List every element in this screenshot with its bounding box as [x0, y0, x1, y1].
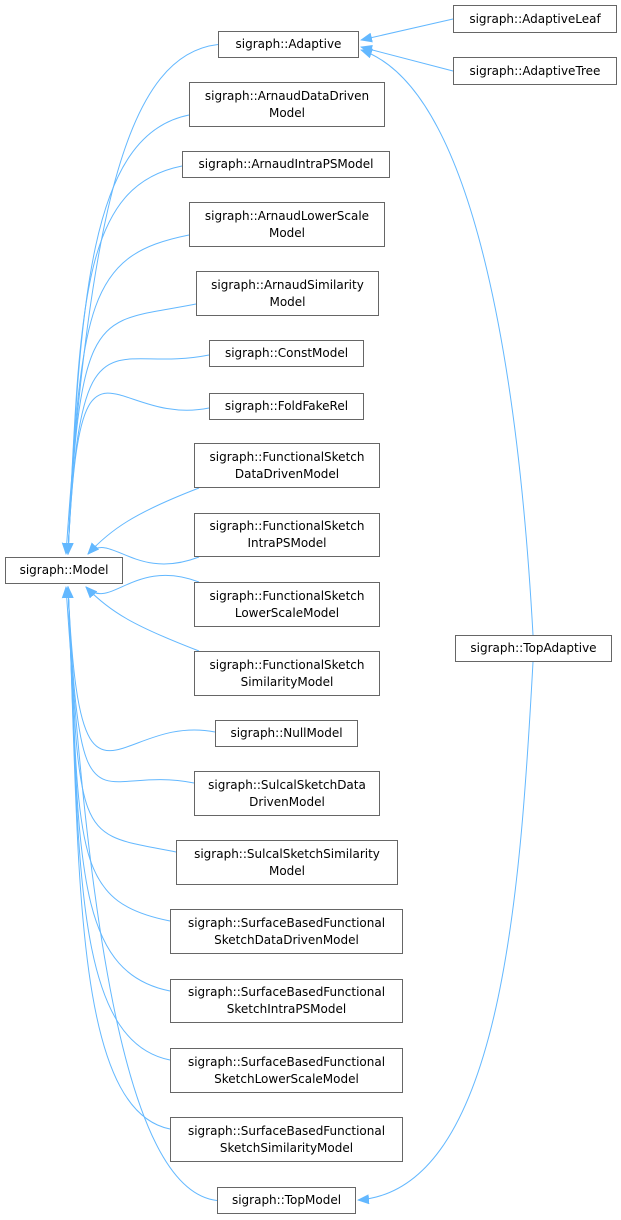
class-node-adaptivetree[interactable]: sigraph::AdaptiveTree [453, 57, 617, 85]
class-node-topmodel[interactable]: sigraph::TopModel [217, 1187, 356, 1214]
class-name-line: sigraph::AdaptiveLeaf [469, 11, 601, 26]
inheritance-edge-fsdatadriven-to-model [87, 487, 200, 555]
class-node-constmodel[interactable]: sigraph::ConstModel [209, 340, 364, 367]
inheritance-edge-arnauddatadriven-to-model [63, 114, 190, 555]
inheritance-edge-fssimilarity-to-model [85, 586, 200, 652]
inheritance-edge-constmodel-to-model [63, 354, 210, 555]
class-name-line: sigraph::SurfaceBasedFunctional [187, 1054, 386, 1069]
class-name-line: sigraph::ArnaudDataDriven [204, 88, 370, 103]
class-name-line: sigraph::SurfaceBasedFunctional [187, 985, 386, 999]
class-node-arnaudintraps[interactable]: sigraph::ArnaudIntraPSModel [182, 151, 390, 178]
class-name-line: sigraph::ArnaudSimilarity [211, 277, 364, 292]
class-name-line: DataDrivenModel [234, 466, 340, 481]
class-name-line: sigraph::Model [19, 563, 109, 577]
class-name-line: Model [268, 225, 306, 240]
class-name-line: Model [269, 294, 306, 309]
class-name-line: sigraph::ConstModel [224, 346, 349, 360]
inheritance-edge-sulcalsimilarity-to-model [63, 586, 177, 853]
inheritance-edge-foldfakerel-to-model [63, 392, 210, 555]
class-name-line: sigraph::FunctionalSketch [209, 657, 365, 672]
class-name-line: sigraph::SulcalSketchSimilarity [194, 846, 380, 861]
class-name-line: sigraph::AdaptiveTree [469, 63, 601, 78]
class-name-line: Model [268, 863, 306, 878]
inheritance-edge-sulcaldatadriven-to-model [63, 586, 195, 784]
class-name-line: sigraph::SurfaceBasedFunctional [187, 915, 386, 930]
class-name-line: sigraph::Adaptive [235, 37, 342, 51]
class-name-line: IntraPSModel [247, 536, 327, 550]
inheritance-edge-fsintraps-to-model [87, 542, 200, 565]
inheritance-edge-topmodel-to-model [61, 586, 218, 1201]
inheritance-edge-nullmodel-to-model [63, 586, 216, 752]
inheritance-edge-adaptiveleaf-to-adaptive [360, 18, 454, 43]
class-node-model[interactable]: sigraph::Model [5, 557, 123, 584]
class-name-line: sigraph::FunctionalSketch [209, 519, 365, 533]
class-node-topadaptive[interactable]: sigraph::TopAdaptive [455, 635, 612, 662]
inheritance-edge-adaptivetree-to-adaptive [360, 44, 454, 72]
class-name-line: sigraph::FunctionalSketch [209, 588, 365, 603]
class-name-line: sigraph::SurfaceBasedFunctional [187, 1123, 386, 1138]
class-name-line: sigraph::FunctionalSketch [209, 449, 365, 464]
class-name-line: sigraph::SulcalSketchData [208, 777, 366, 792]
inheritance-edge-topadaptive-to-topmodel [357, 661, 534, 1205]
class-node-foldfakerel[interactable]: sigraph::FoldFakeRel [209, 393, 364, 420]
class-name-line: sigraph::FoldFakeRel [224, 399, 349, 413]
class-name-line: DrivenModel [249, 794, 325, 809]
inheritance-edge-sbflowerscale-to-model [63, 586, 171, 1061]
class-name-line: Model [268, 105, 306, 120]
class-name-line: sigraph::ArnaudLowerScale [204, 208, 370, 223]
inheritance-edge-topadaptive-to-adaptive [360, 48, 534, 636]
class-name-line: sigraph::TopModel [231, 1193, 342, 1207]
inheritance-edge-sbfintraps-to-model [63, 586, 171, 992]
class-name-line: SketchSimilarityModel [219, 1140, 354, 1155]
class-node-nullmodel[interactable]: sigraph::NullModel [215, 720, 358, 747]
class-name-line: SimilarityModel [240, 674, 334, 689]
class-node-adaptive[interactable]: sigraph::Adaptive [218, 31, 359, 58]
inheritance-edge-adaptive-to-model [61, 44, 219, 555]
class-name-line: SketchDataDrivenModel [214, 932, 359, 947]
inheritance-edge-arnaudlowerscale-to-model [63, 234, 190, 555]
class-name-line: LowerScaleModel [234, 605, 340, 620]
inheritance-edge-arnaudsimilarity-to-model [63, 303, 197, 555]
inheritance-edge-sbfsimilarity-to-model [63, 586, 171, 1130]
class-name-line: sigraph::TopAdaptive [470, 641, 597, 655]
class-name-line: sigraph::NullModel [230, 726, 343, 740]
inheritance-edge-sbfdatadriven-to-model [63, 586, 171, 922]
class-node-adaptiveleaf[interactable]: sigraph::AdaptiveLeaf [453, 5, 617, 33]
class-name-line: SketchLowerScaleModel [214, 1071, 359, 1086]
class-name-line: SketchIntraPSModel [226, 1002, 347, 1016]
class-name-line: sigraph::ArnaudIntraPSModel [198, 157, 374, 171]
inheritance-edge-arnaudintraps-to-model [63, 165, 183, 555]
